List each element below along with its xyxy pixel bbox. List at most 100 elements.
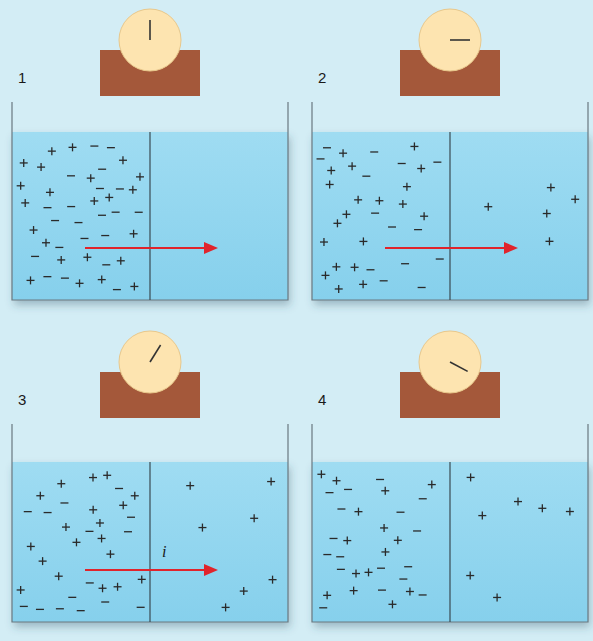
negative-ion xyxy=(56,608,64,609)
positive-ion xyxy=(267,478,275,486)
arrow-head xyxy=(204,242,218,254)
positive-ion xyxy=(117,257,125,265)
positive-ion xyxy=(55,572,63,580)
negative-ion xyxy=(77,610,85,611)
positive-ion xyxy=(83,253,91,261)
negative-ion xyxy=(86,582,94,583)
positive-ion xyxy=(388,600,396,608)
negative-ion xyxy=(43,207,51,208)
meter-dial xyxy=(119,331,181,393)
positive-ion xyxy=(339,149,347,157)
negative-ion xyxy=(96,188,104,189)
meter-dial xyxy=(119,9,181,71)
positive-ion xyxy=(240,587,248,595)
positive-ion xyxy=(484,203,492,211)
negative-ion xyxy=(80,238,88,239)
negative-ion xyxy=(397,512,405,513)
positive-ion xyxy=(222,603,230,611)
positive-ion xyxy=(17,586,25,594)
meter-dial xyxy=(419,9,481,71)
meter-dial xyxy=(419,331,481,393)
positive-ion xyxy=(131,492,139,500)
positive-ion xyxy=(403,183,411,191)
meter-needle xyxy=(450,39,470,41)
positive-ion xyxy=(320,238,328,246)
positive-ion xyxy=(381,548,389,556)
membrane xyxy=(149,132,150,300)
negative-ion xyxy=(98,215,106,216)
negative-ion xyxy=(401,263,409,264)
negative-ion xyxy=(377,568,385,569)
negative-ion xyxy=(433,162,441,163)
negative-ion xyxy=(344,489,352,490)
positive-ion xyxy=(547,184,555,192)
negative-ion xyxy=(101,602,109,603)
cell-panel xyxy=(12,331,288,622)
positive-ion xyxy=(342,210,350,218)
arrow-head xyxy=(504,242,518,254)
positive-ion xyxy=(89,474,97,482)
panel-number: 4 xyxy=(318,392,326,407)
negative-ion xyxy=(330,538,338,539)
negative-ion xyxy=(419,594,427,595)
negative-ion xyxy=(378,590,386,591)
positive-ion xyxy=(57,256,65,264)
negative-ion xyxy=(362,176,370,177)
positive-ion xyxy=(394,536,402,544)
negative-ion xyxy=(337,509,345,510)
negative-ion xyxy=(98,169,106,170)
positive-ion xyxy=(119,156,127,164)
positive-ion xyxy=(37,163,45,171)
negative-ion xyxy=(113,289,121,290)
negative-ion xyxy=(43,276,51,277)
positive-ion xyxy=(365,568,373,576)
positive-ion xyxy=(327,167,335,175)
panel-number: 3 xyxy=(18,392,26,407)
negative-ion xyxy=(135,212,143,213)
positive-ion xyxy=(103,471,111,479)
positive-ion xyxy=(514,498,522,506)
negative-ion xyxy=(107,147,115,148)
positive-ion xyxy=(493,593,501,601)
positive-ion xyxy=(359,280,367,288)
negative-ion xyxy=(323,554,331,555)
negative-ion xyxy=(24,511,32,512)
positive-ion xyxy=(333,477,341,485)
positive-ion xyxy=(428,481,436,489)
positive-ion xyxy=(420,212,428,220)
negative-ion xyxy=(137,607,145,608)
negative-ion xyxy=(326,492,334,493)
positive-ion xyxy=(406,587,414,595)
positive-ion xyxy=(27,276,35,284)
positive-ion xyxy=(42,239,50,247)
negative-ion xyxy=(398,163,406,164)
negative-ion xyxy=(85,531,93,532)
positive-ion xyxy=(89,506,97,514)
negative-ion xyxy=(60,502,68,503)
negative-ion xyxy=(124,531,132,532)
positive-ion xyxy=(380,524,388,532)
negative-ion xyxy=(51,220,59,221)
tank-wall xyxy=(312,424,588,622)
positive-ion xyxy=(69,143,77,151)
positive-ion xyxy=(39,557,47,565)
membrane xyxy=(449,132,450,300)
current-arrow xyxy=(85,247,206,249)
water xyxy=(12,132,288,300)
negative-ion xyxy=(44,512,52,513)
positive-ion xyxy=(478,512,486,520)
water xyxy=(312,462,588,622)
positive-ion xyxy=(566,508,574,516)
membrane xyxy=(449,462,450,622)
positive-ion xyxy=(105,193,113,201)
meter-needle xyxy=(149,20,151,40)
positive-ion xyxy=(30,226,38,234)
positive-ion xyxy=(87,174,95,182)
positive-ion xyxy=(351,263,359,271)
positive-ion xyxy=(269,576,277,584)
negative-ion xyxy=(376,479,384,480)
negative-ion xyxy=(337,569,345,570)
positive-ion xyxy=(138,575,146,583)
positive-ion xyxy=(48,147,56,155)
